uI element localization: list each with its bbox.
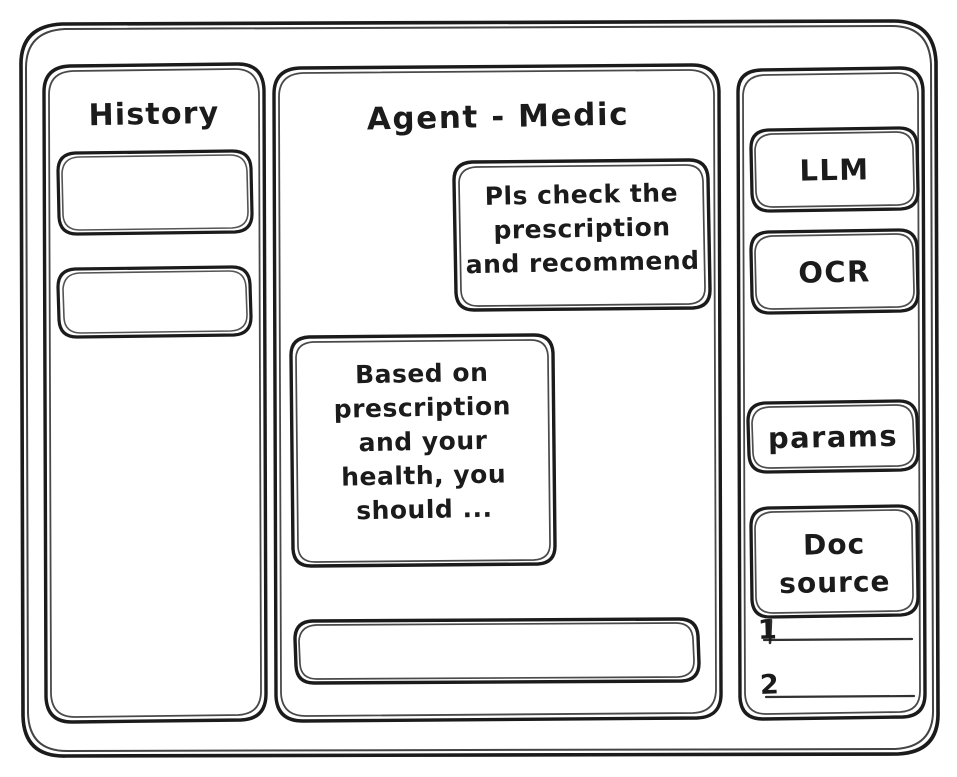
- doc-source-list-item-1-label: 1: [757, 614, 778, 647]
- message-user-text: Pls check the prescription and recommend: [465, 178, 700, 280]
- history-item-2[interactable]: [58, 267, 251, 337]
- message-bubble-user: Pls check the prescription and recommend: [454, 160, 710, 310]
- tool-button-ocr[interactable]: OCR: [751, 230, 918, 313]
- message-composer-input[interactable]: [295, 619, 699, 683]
- tool-button-llm-label: LLM: [799, 152, 870, 188]
- tool-button-params-label: params: [767, 418, 899, 456]
- doc-source-list-item-2-label: 2: [759, 669, 780, 702]
- history-panel-title: History: [88, 95, 220, 134]
- tool-button-params[interactable]: params: [748, 401, 918, 472]
- history-item-1[interactable]: [58, 151, 252, 234]
- message-composer-value: [309, 633, 685, 640]
- message-bubble-assistant: Based on prescription and your health, y…: [291, 335, 555, 566]
- doc-source-list-item-2[interactable]: 2: [754, 668, 918, 701]
- tool-button-doc-source[interactable]: Doc source: [751, 506, 918, 617]
- doc-source-list-item-1[interactable]: 1: [752, 613, 916, 646]
- tool-button-llm[interactable]: LLM: [751, 128, 918, 211]
- message-assistant-text: Based on prescription and your health, y…: [333, 357, 512, 526]
- history-item-1-label: [58, 177, 252, 181]
- tool-button-doc-source-label: Doc source: [778, 527, 891, 600]
- history-item-2-label: [58, 287, 251, 291]
- tool-button-ocr-label: OCR: [797, 254, 872, 290]
